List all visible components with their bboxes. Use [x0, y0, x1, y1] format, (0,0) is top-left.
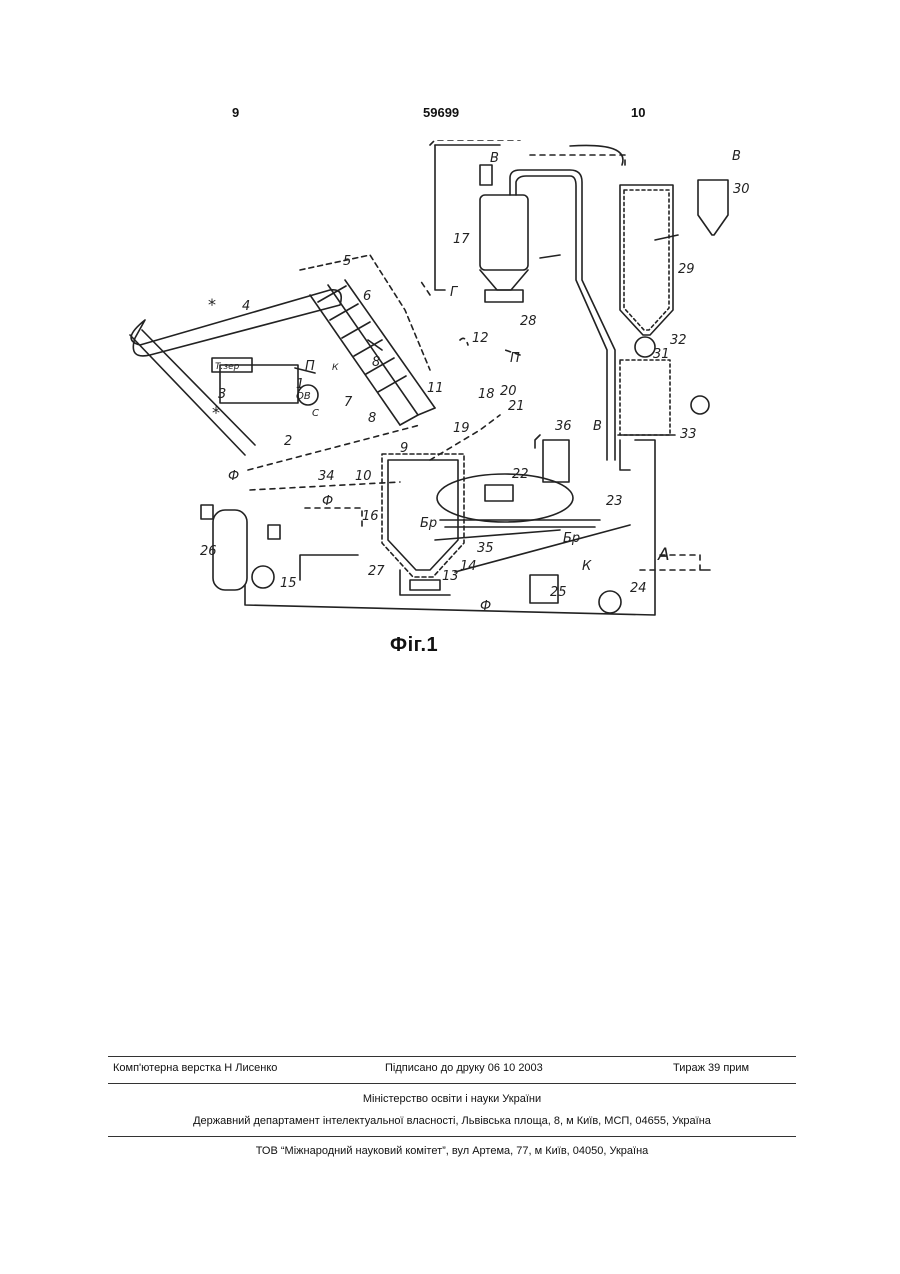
label-36: 36: [555, 419, 572, 434]
label-35: 35: [477, 541, 494, 556]
footer-department: Державний департамент інтелектуальної вл…: [108, 1115, 796, 1127]
footer-rule-top: [108, 1056, 796, 1057]
label-32: 32: [670, 333, 687, 348]
label-ob: ОВ: [296, 391, 311, 402]
hopper-17: [480, 195, 528, 270]
label-fi-2: Ф: [322, 494, 333, 509]
label-br-2: Бр: [563, 531, 580, 546]
label-23: 23: [606, 494, 623, 509]
label-v-3: В: [593, 419, 602, 434]
label-12: 12: [472, 331, 489, 346]
footer-signed: Підписано до друку 06 10 2003: [385, 1062, 543, 1074]
label-8: 8: [372, 355, 380, 370]
label-3: 3: [218, 387, 226, 402]
footer-ministry: Міністерство освіти і науки України: [108, 1093, 796, 1105]
page-number-left: 9: [232, 105, 239, 120]
label-4: 4: [242, 299, 250, 314]
label-1: 1: [296, 377, 304, 392]
label-5: 5: [343, 254, 351, 269]
label-24: 24: [630, 581, 647, 596]
label-2: 2: [284, 434, 292, 449]
label-7: 7: [344, 395, 353, 410]
label-tag: Т.зер: [215, 362, 240, 372]
label-a: А: [657, 545, 670, 565]
label-star-2: *: [212, 403, 220, 422]
pump-24: [599, 591, 621, 613]
label-14: 14: [460, 559, 477, 574]
feeder-28: [485, 290, 523, 302]
footer-circulation: Тираж 39 прим: [673, 1062, 749, 1074]
label-19: 19: [453, 421, 470, 436]
footer-typesetting: Комп'ютерна верстка Н Лисенко: [113, 1062, 277, 1074]
pump-15: [252, 566, 274, 588]
label-26: 26: [200, 544, 217, 559]
label-g: Г: [450, 285, 459, 300]
inclined-dryer: [310, 280, 435, 425]
loop-return-pipe: [130, 330, 255, 455]
label-34: 34: [318, 469, 335, 484]
label-28: 28: [520, 314, 537, 329]
pressure-gauge: [691, 396, 709, 414]
label-star-1: *: [208, 295, 216, 314]
label-16: 16: [362, 509, 379, 524]
label-8b: 8: [368, 411, 376, 426]
receiver-26: [213, 510, 247, 590]
footer-printer: ТОВ “Міжнародний науковий комітет”, вул …: [108, 1145, 796, 1157]
label-30: 30: [733, 182, 750, 197]
label-9: 9: [400, 441, 408, 456]
label-fi-3: Ф: [480, 599, 491, 614]
label-k: К: [582, 559, 592, 574]
label-6: 6: [363, 289, 371, 304]
dryer-hood: [300, 255, 430, 370]
label-p-2: П: [510, 351, 520, 366]
dryer-ribs: [318, 286, 406, 392]
patent-figure-1: 4 3 5 6 1 2 7 8 8 9 10 11 12 13 14 15 16…: [100, 140, 800, 640]
label-21: 21: [508, 399, 525, 414]
label-22: 22: [512, 467, 529, 482]
label-27: 27: [368, 564, 385, 579]
cyclone-30: [698, 180, 728, 235]
label-br-1: Бр: [420, 516, 437, 531]
label-fi-1: Ф: [228, 469, 239, 484]
label-20: 20: [500, 384, 517, 399]
label-31: 31: [653, 347, 670, 362]
gauge-26: [543, 440, 569, 482]
figure-caption: Фіг.1: [390, 634, 438, 657]
label-13: 13: [442, 569, 459, 584]
label-v-1: В: [490, 151, 499, 166]
label-18: 18: [478, 387, 495, 402]
footer-rule-bottom: [108, 1136, 796, 1137]
label-11: 11: [427, 381, 444, 396]
label-c: С: [312, 408, 319, 419]
label-k-2: К: [332, 363, 339, 373]
rotary-feeder-31: [635, 337, 655, 357]
label-15: 15: [280, 576, 297, 591]
label-p-1: П: [305, 359, 315, 374]
label-v-2: В: [732, 149, 741, 164]
label-17: 17: [453, 232, 470, 247]
loop-conveyor: [131, 290, 341, 356]
reactor-vessel: [388, 460, 458, 570]
label-33: 33: [680, 427, 697, 442]
patent-number: 59699: [423, 105, 459, 120]
footer-rule-middle: [108, 1083, 796, 1084]
label-25: 25: [550, 585, 567, 600]
label-10: 10: [355, 469, 372, 484]
receiver-33: [620, 360, 670, 435]
page-number-right: 10: [631, 105, 645, 120]
label-29: 29: [678, 262, 695, 277]
